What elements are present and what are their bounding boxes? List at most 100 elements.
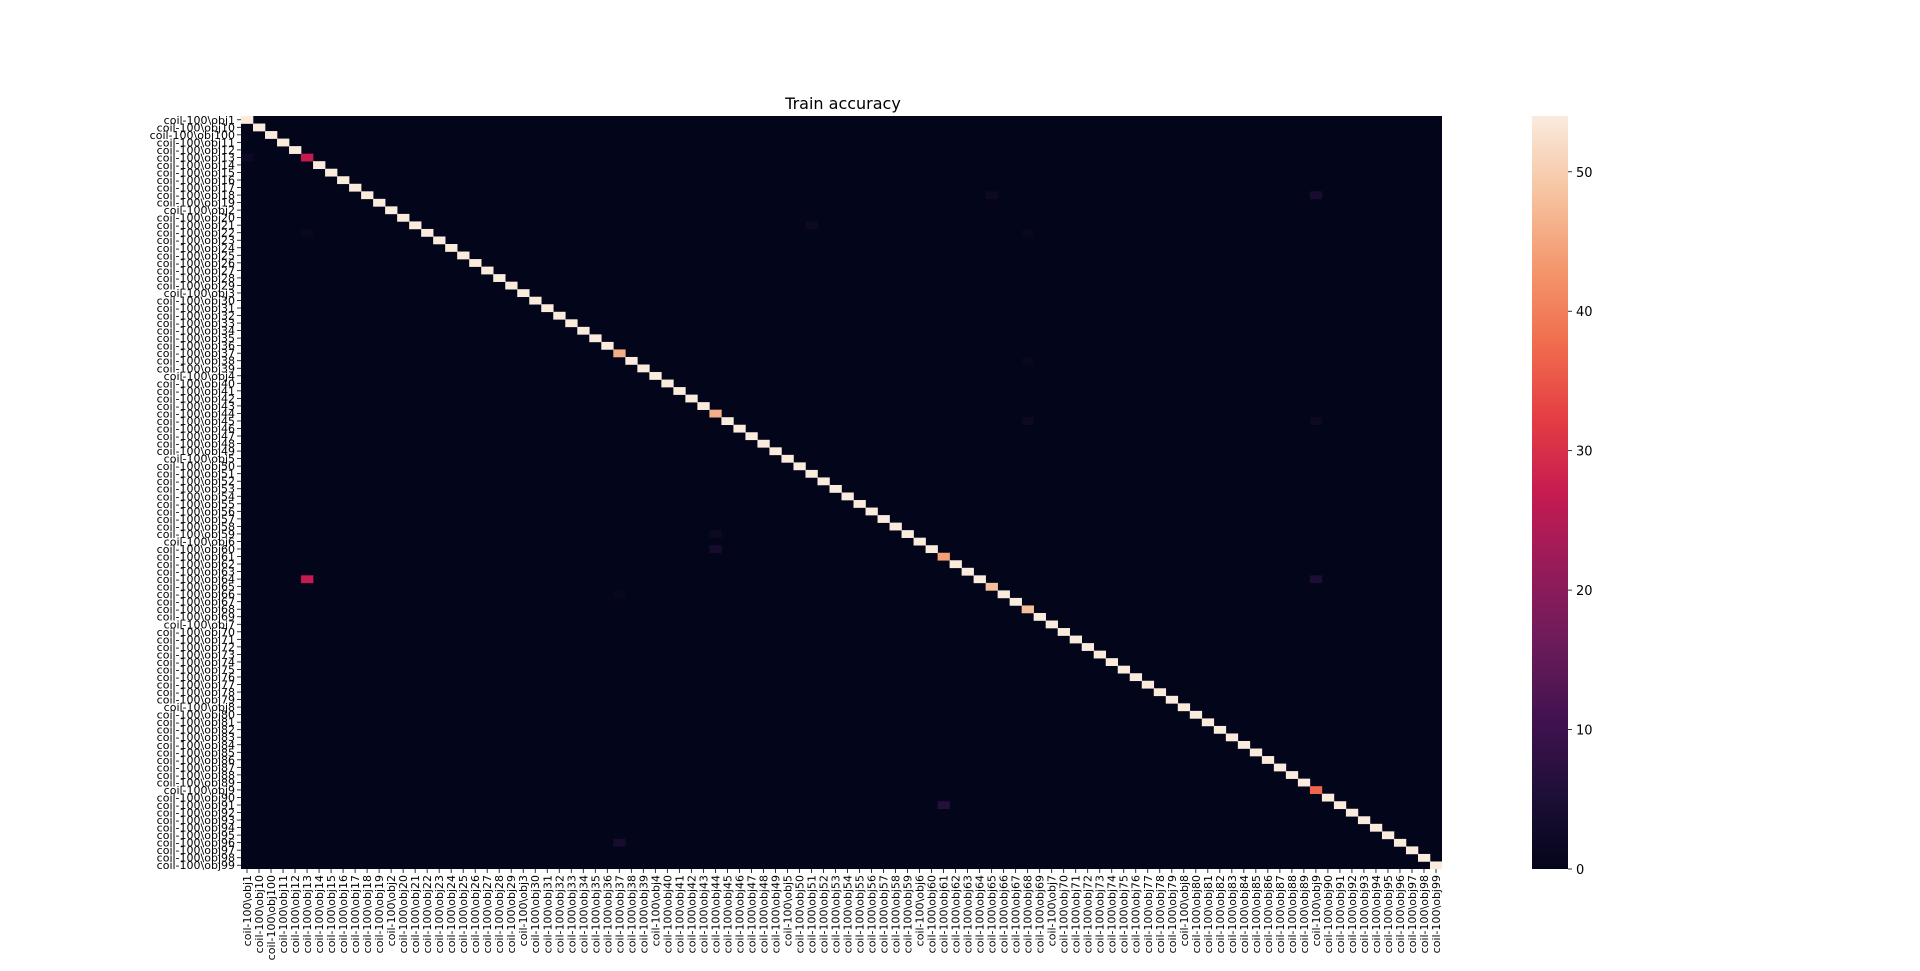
y-tick-label: coil-100\obj16 xyxy=(157,174,235,187)
x-tick-label: coil-100\obj66 xyxy=(998,875,1011,953)
x-tick-label: coil-100\obj68 xyxy=(1022,875,1035,953)
heatmap-cell xyxy=(781,454,794,463)
y-tick-label: coil-100\obj11 xyxy=(157,136,235,149)
x-tick-label: coil-100\obj13 xyxy=(301,875,314,953)
x-tick-label: coil-100\obj42 xyxy=(685,875,698,953)
y-tick-label: coil-100\obj28 xyxy=(157,272,235,285)
x-tick-label: coil-100\obj1 xyxy=(241,875,254,946)
x-tick-label: coil-100\obj34 xyxy=(577,875,590,953)
y-tick-label: coil-100\obj42 xyxy=(157,392,235,405)
heatmap-cell xyxy=(1357,816,1371,825)
y-tick-label: coil-100\obj48 xyxy=(157,438,235,451)
x-tick-label: coil-100\obj27 xyxy=(481,875,494,953)
heatmap-cell xyxy=(337,176,350,185)
heatmap-cell xyxy=(1417,853,1431,862)
y-tick-label: coil-100\obj62 xyxy=(157,558,235,571)
heatmap-cell xyxy=(1381,831,1395,840)
heatmap-cell xyxy=(577,326,590,335)
heatmap-cell xyxy=(709,530,722,538)
heatmap-cell xyxy=(265,131,278,139)
heatmap-cell xyxy=(613,838,626,847)
colorbar-tick-label: 20 xyxy=(1576,584,1593,599)
heatmap-cell xyxy=(1369,823,1383,832)
heatmap-cell xyxy=(373,198,386,207)
colorbar-tick-label: 10 xyxy=(1576,724,1593,739)
y-tick-label: coil-100\obj14 xyxy=(157,159,235,172)
heatmap-cell xyxy=(1021,417,1034,426)
y-tick-label: coil-100\obj21 xyxy=(157,219,235,232)
x-tick-label: coil-100\obj82 xyxy=(1214,875,1227,953)
x-tick-label: coil-100\obj4 xyxy=(649,875,662,946)
heatmap-cell xyxy=(253,123,266,132)
heatmap-cell xyxy=(1117,665,1131,674)
y-tick-label: coil-100\obj9 xyxy=(164,784,235,797)
y-tick-label: coil-100\obj64 xyxy=(157,573,235,586)
y-tick-label: coil-100\obj68 xyxy=(157,603,235,616)
y-tick-label: coil-100\obj31 xyxy=(157,302,235,315)
x-tick-label: coil-100\obj54 xyxy=(842,875,855,953)
heatmap-cell xyxy=(1045,620,1058,629)
heatmap-cell xyxy=(877,515,890,523)
y-tick-label: coil-100\obj87 xyxy=(157,761,235,774)
x-tick-label: coil-100\obj33 xyxy=(565,875,578,953)
y-tick-label: coil-100\obj17 xyxy=(157,182,235,195)
heatmap-cell xyxy=(589,334,602,343)
heatmap-cell xyxy=(985,582,998,591)
x-tick-label: coil-100\obj58 xyxy=(890,875,903,953)
x-tick-label: coil-100\obj16 xyxy=(337,875,350,953)
y-tick-label: coil-100\obj77 xyxy=(157,679,235,692)
x-tick-label: coil-100\obj43 xyxy=(697,875,710,953)
x-tick-label: coil-100\obj57 xyxy=(878,875,891,953)
x-tick-label: coil-100\obj90 xyxy=(1322,875,1335,953)
heatmap-cell xyxy=(1273,763,1287,772)
x-tick-label: coil-100\obj6 xyxy=(914,875,927,946)
y-tick-label: coil-100\obj83 xyxy=(157,731,235,744)
x-tick-label: coil-100\obj11 xyxy=(277,875,290,953)
heatmap-cell xyxy=(997,590,1010,599)
x-tick-label: coil-100\obj94 xyxy=(1370,875,1383,953)
y-tick-label: coil-100\obj49 xyxy=(157,445,235,458)
colorbar-tick-label: 30 xyxy=(1576,445,1593,460)
x-tick-label: coil-100\obj22 xyxy=(421,875,434,953)
colorbar-tick-label: 40 xyxy=(1576,305,1593,320)
y-tick-label: coil-100\obj18 xyxy=(157,189,235,202)
heatmap-cell xyxy=(421,228,434,237)
heatmap-cell xyxy=(649,372,662,380)
x-tick-label: coil-100\obj35 xyxy=(589,875,602,953)
y-tick-label: coil-100\obj6 xyxy=(164,535,235,548)
heatmap-cell xyxy=(433,236,446,245)
y-tick-label: coil-100\obj15 xyxy=(157,166,235,179)
y-tick-label: coil-100\obj84 xyxy=(157,739,235,752)
y-tick-label: coil-100\obj44 xyxy=(157,407,235,420)
x-tick-label: coil-100\obj7 xyxy=(1046,875,1059,946)
heatmap-cell xyxy=(961,567,974,576)
x-tick-label: coil-100\obj45 xyxy=(721,875,734,953)
x-tick-label: coil-100\obj84 xyxy=(1238,875,1251,953)
y-tick-label: coil-100\obj58 xyxy=(157,520,235,533)
x-tick-label: coil-100\obj30 xyxy=(529,875,542,953)
x-tick-label: coil-100\obj97 xyxy=(1406,875,1419,953)
x-tick-label: coil-100\obj23 xyxy=(433,875,446,953)
heatmap-cell xyxy=(1153,688,1167,697)
x-tick-label: coil-100\obj64 xyxy=(974,875,987,953)
x-tick-label: coil-100\obj74 xyxy=(1106,875,1119,953)
y-tick-label: coil-100\obj75 xyxy=(157,663,235,676)
x-tick-label: coil-100\obj89 xyxy=(1298,875,1311,953)
heatmap-cells xyxy=(241,116,1443,870)
heatmap-cell xyxy=(1129,673,1143,682)
x-tick-label: coil-100\obj65 xyxy=(986,875,999,953)
x-tick-label: coil-100\obj62 xyxy=(950,875,963,953)
heatmap-cell xyxy=(277,138,290,147)
y-tick-label: coil-100\obj86 xyxy=(157,754,235,767)
heatmap-cell xyxy=(1321,793,1335,802)
x-tick-label: coil-100\obj40 xyxy=(661,875,674,953)
y-tick-label: coil-100\obj93 xyxy=(157,814,235,827)
heatmap-cell xyxy=(637,364,650,373)
heatmap-cell xyxy=(1309,786,1323,794)
y-tick-label: coil-100\obj82 xyxy=(157,724,235,737)
y-tick-label: coil-100\obj2 xyxy=(164,204,235,217)
heatmap-cell xyxy=(949,560,962,569)
heatmap-cell xyxy=(1225,733,1239,742)
y-tick-label: coil-100\obj35 xyxy=(157,332,235,345)
